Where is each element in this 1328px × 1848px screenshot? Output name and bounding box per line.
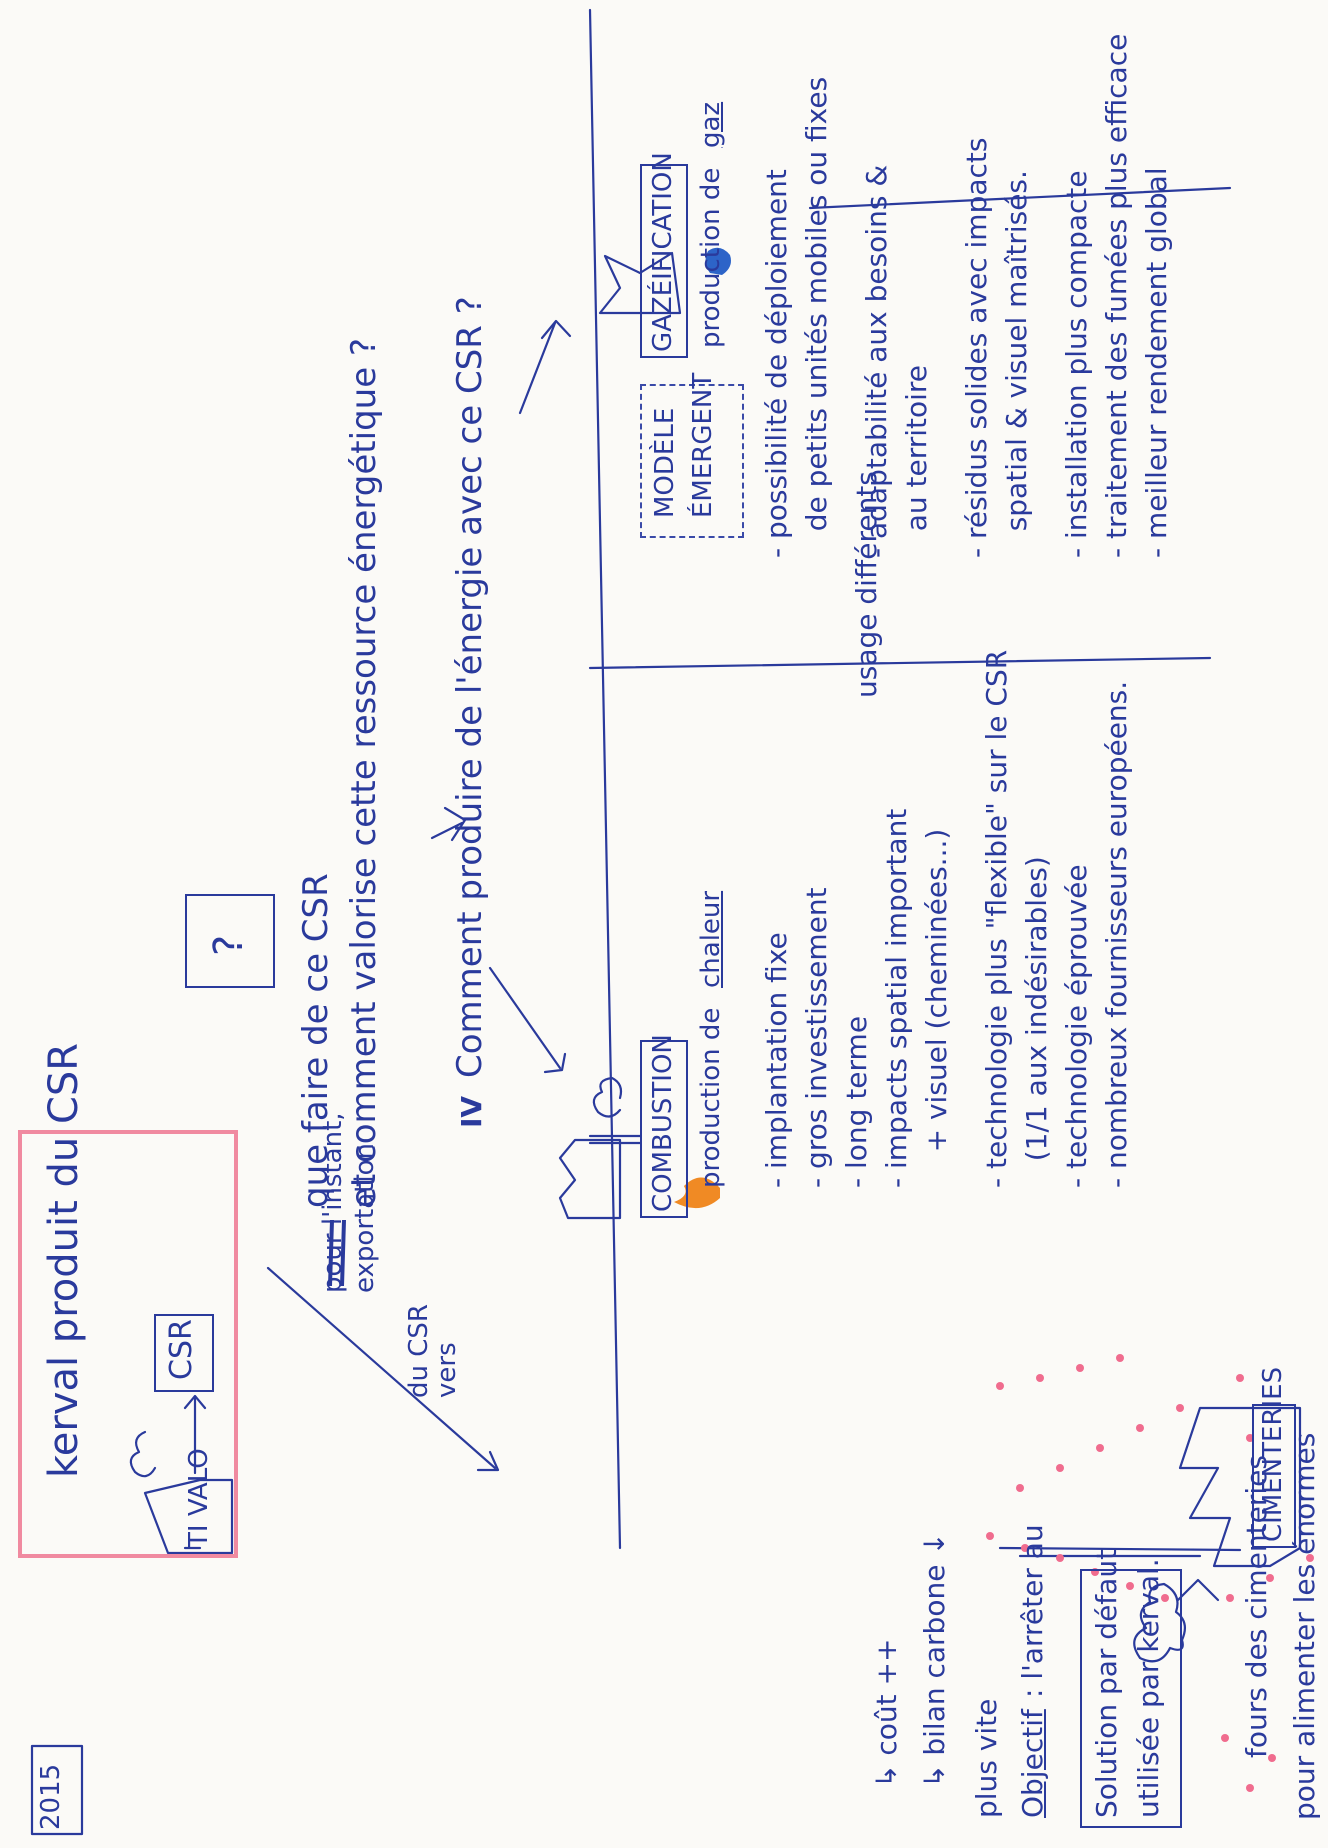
caption-line-2: fours des cimenteries — [1240, 1455, 1273, 1758]
gasification-factory-icon — [598, 251, 682, 315]
gasification-item: - possibilité de déploiement — [760, 169, 793, 558]
combustion-item: - impacts spatial important — [880, 808, 913, 1188]
gasification-item: - traitement des fumées plus efficace — [1100, 33, 1133, 558]
gasification-item: de petits unités mobiles ou fixes — [800, 76, 833, 558]
combustion-item: - technologie éprouvée — [1060, 864, 1093, 1188]
objective-text-1: : l'arrêter au — [1016, 1524, 1049, 1698]
combustion-subtitle-key: chaleur — [696, 890, 726, 988]
arrow-to-cimenteries — [266, 1266, 497, 1470]
emergent-label-1: MODÈLE — [650, 407, 680, 518]
consequence-1: ↳ bilan carbone ↓ — [918, 1532, 951, 1788]
horizontal-divider — [588, 8, 622, 1550]
gasification-subtitle-prefix: production de — [696, 159, 726, 348]
combustion-item: (1/1 aux indésirables) — [1020, 856, 1053, 1188]
combustion-label: COMBUSTION — [648, 1034, 678, 1212]
objective-label: Objectif — [1016, 1709, 1049, 1818]
combustion-item: - implantation fixe — [760, 932, 793, 1188]
arrow-to-gasification — [518, 321, 557, 415]
combustion-item: + visuel (cheminées...) — [920, 828, 953, 1188]
cimenteries-smoke-icon — [1133, 1582, 1187, 1663]
consequence-2: ↳ coût ++ — [870, 1638, 903, 1788]
combustion-item: - gros investissement — [800, 887, 833, 1188]
gasification-subtitle-key: gaz — [696, 101, 726, 148]
gasification-item: au territoire — [900, 364, 933, 558]
gasification-item: spatial & visuel maîtrisés. — [1000, 170, 1033, 558]
valo-smoke-icon — [129, 1430, 157, 1478]
gasification-item: - résidus solides avec impacts — [960, 137, 993, 558]
vertical-divider — [588, 656, 1212, 670]
gasification-item: - meilleur rendement global — [1140, 167, 1173, 558]
combustion-smoke-icon — [592, 1076, 623, 1118]
gasification-item: - installation plus compacte — [1060, 170, 1093, 558]
year-box — [30, 1744, 84, 1836]
bullet-bar-1 — [328, 1219, 334, 1287]
objective-text-2: plus vite — [970, 1698, 1003, 1818]
vertical-divider-right — [808, 186, 1232, 210]
combustion-item: - nombreux fournisseurs européens. — [1100, 680, 1133, 1188]
cimenteries-factory-icon — [1178, 1406, 1302, 1568]
gasification-item: - adaptabilité aux besoins & — [860, 164, 893, 558]
gasification-label: GAZÉIFICATION — [648, 152, 678, 352]
combustion-factory-icon — [558, 1138, 622, 1220]
gas-drop-icon — [705, 247, 731, 275]
callout-notch — [1176, 1578, 1220, 1602]
default-solution-1: Solution par défaut — [1090, 1548, 1123, 1818]
combustion-item: - long terme — [840, 1015, 873, 1188]
arrow-down-q2 — [430, 821, 464, 840]
combustion-subtitle-prefix: production de — [696, 999, 726, 1188]
valo-factory-icon — [143, 1478, 234, 1555]
combustion-item: - technologie plus "flexible" sur le CSR — [980, 649, 1013, 1188]
flame-icon — [674, 1177, 720, 1208]
emergent-label-2: ÉMERGENT — [688, 372, 718, 518]
default-solution-2: utilisée par kerval. — [1132, 1558, 1165, 1818]
arrow-to-combustion — [488, 966, 562, 1070]
emission-dots — [986, 1354, 1314, 1792]
